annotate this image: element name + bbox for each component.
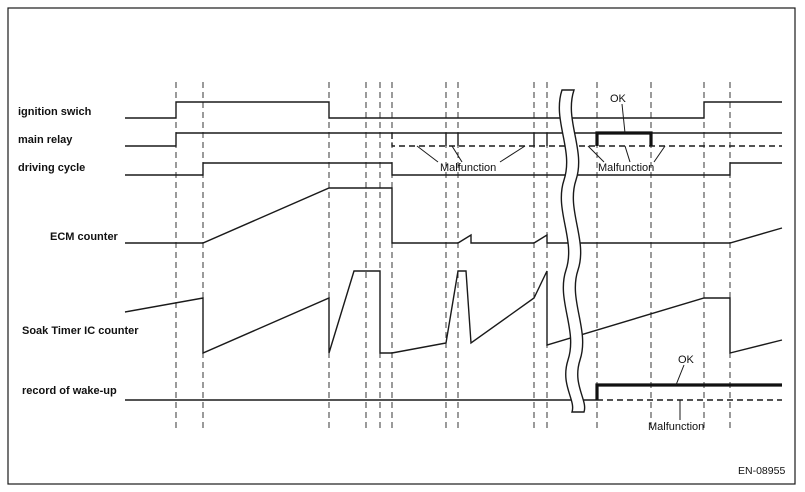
label-record-of-wake-up: record of wake-up (22, 385, 117, 397)
ignition-waveform (125, 101, 782, 119)
leader-line (451, 145, 463, 163)
diagram-frame (7, 7, 796, 485)
annotation-ok-bottom: OK (678, 354, 695, 366)
figure-code: EN-08955 (738, 465, 785, 477)
time-guides (175, 82, 731, 428)
leader-line (624, 145, 631, 163)
label-ecm-counter: ECM counter (50, 231, 119, 243)
leader-line (675, 364, 685, 386)
time-break-mark (558, 89, 586, 413)
main-relay-ok-pulse (595, 131, 653, 146)
annotation-malfunction-right: Malfunction (598, 162, 654, 174)
label-main-relay: main relay (18, 134, 73, 146)
annotation-ok-top: OK (610, 93, 627, 105)
wake-record-ok-waveform (595, 383, 782, 400)
driving-cycle-waveform (125, 162, 782, 176)
main-relay-pulses (445, 133, 548, 146)
leader-line (587, 145, 605, 163)
soak-timer-waveform (124, 270, 783, 355)
annotation-leaders (416, 103, 685, 420)
label-ignition-switch: ignition swich (18, 106, 92, 118)
leader-line (653, 145, 666, 163)
main-relay-malfunction-waveform (391, 133, 782, 147)
annotation-malfunction-left: Malfunction (440, 162, 496, 174)
leader-line (416, 145, 439, 163)
leader-line (499, 145, 526, 163)
label-driving-cycle: driving cycle (18, 162, 85, 174)
label-soak-timer-counter: Soak Timer IC counter (22, 325, 139, 337)
annotation-malfunction-bottom: Malfunction (648, 421, 704, 433)
main-relay-waveform (125, 132, 782, 147)
leader-line (621, 103, 626, 134)
ecm-counter-waveform (125, 187, 783, 244)
